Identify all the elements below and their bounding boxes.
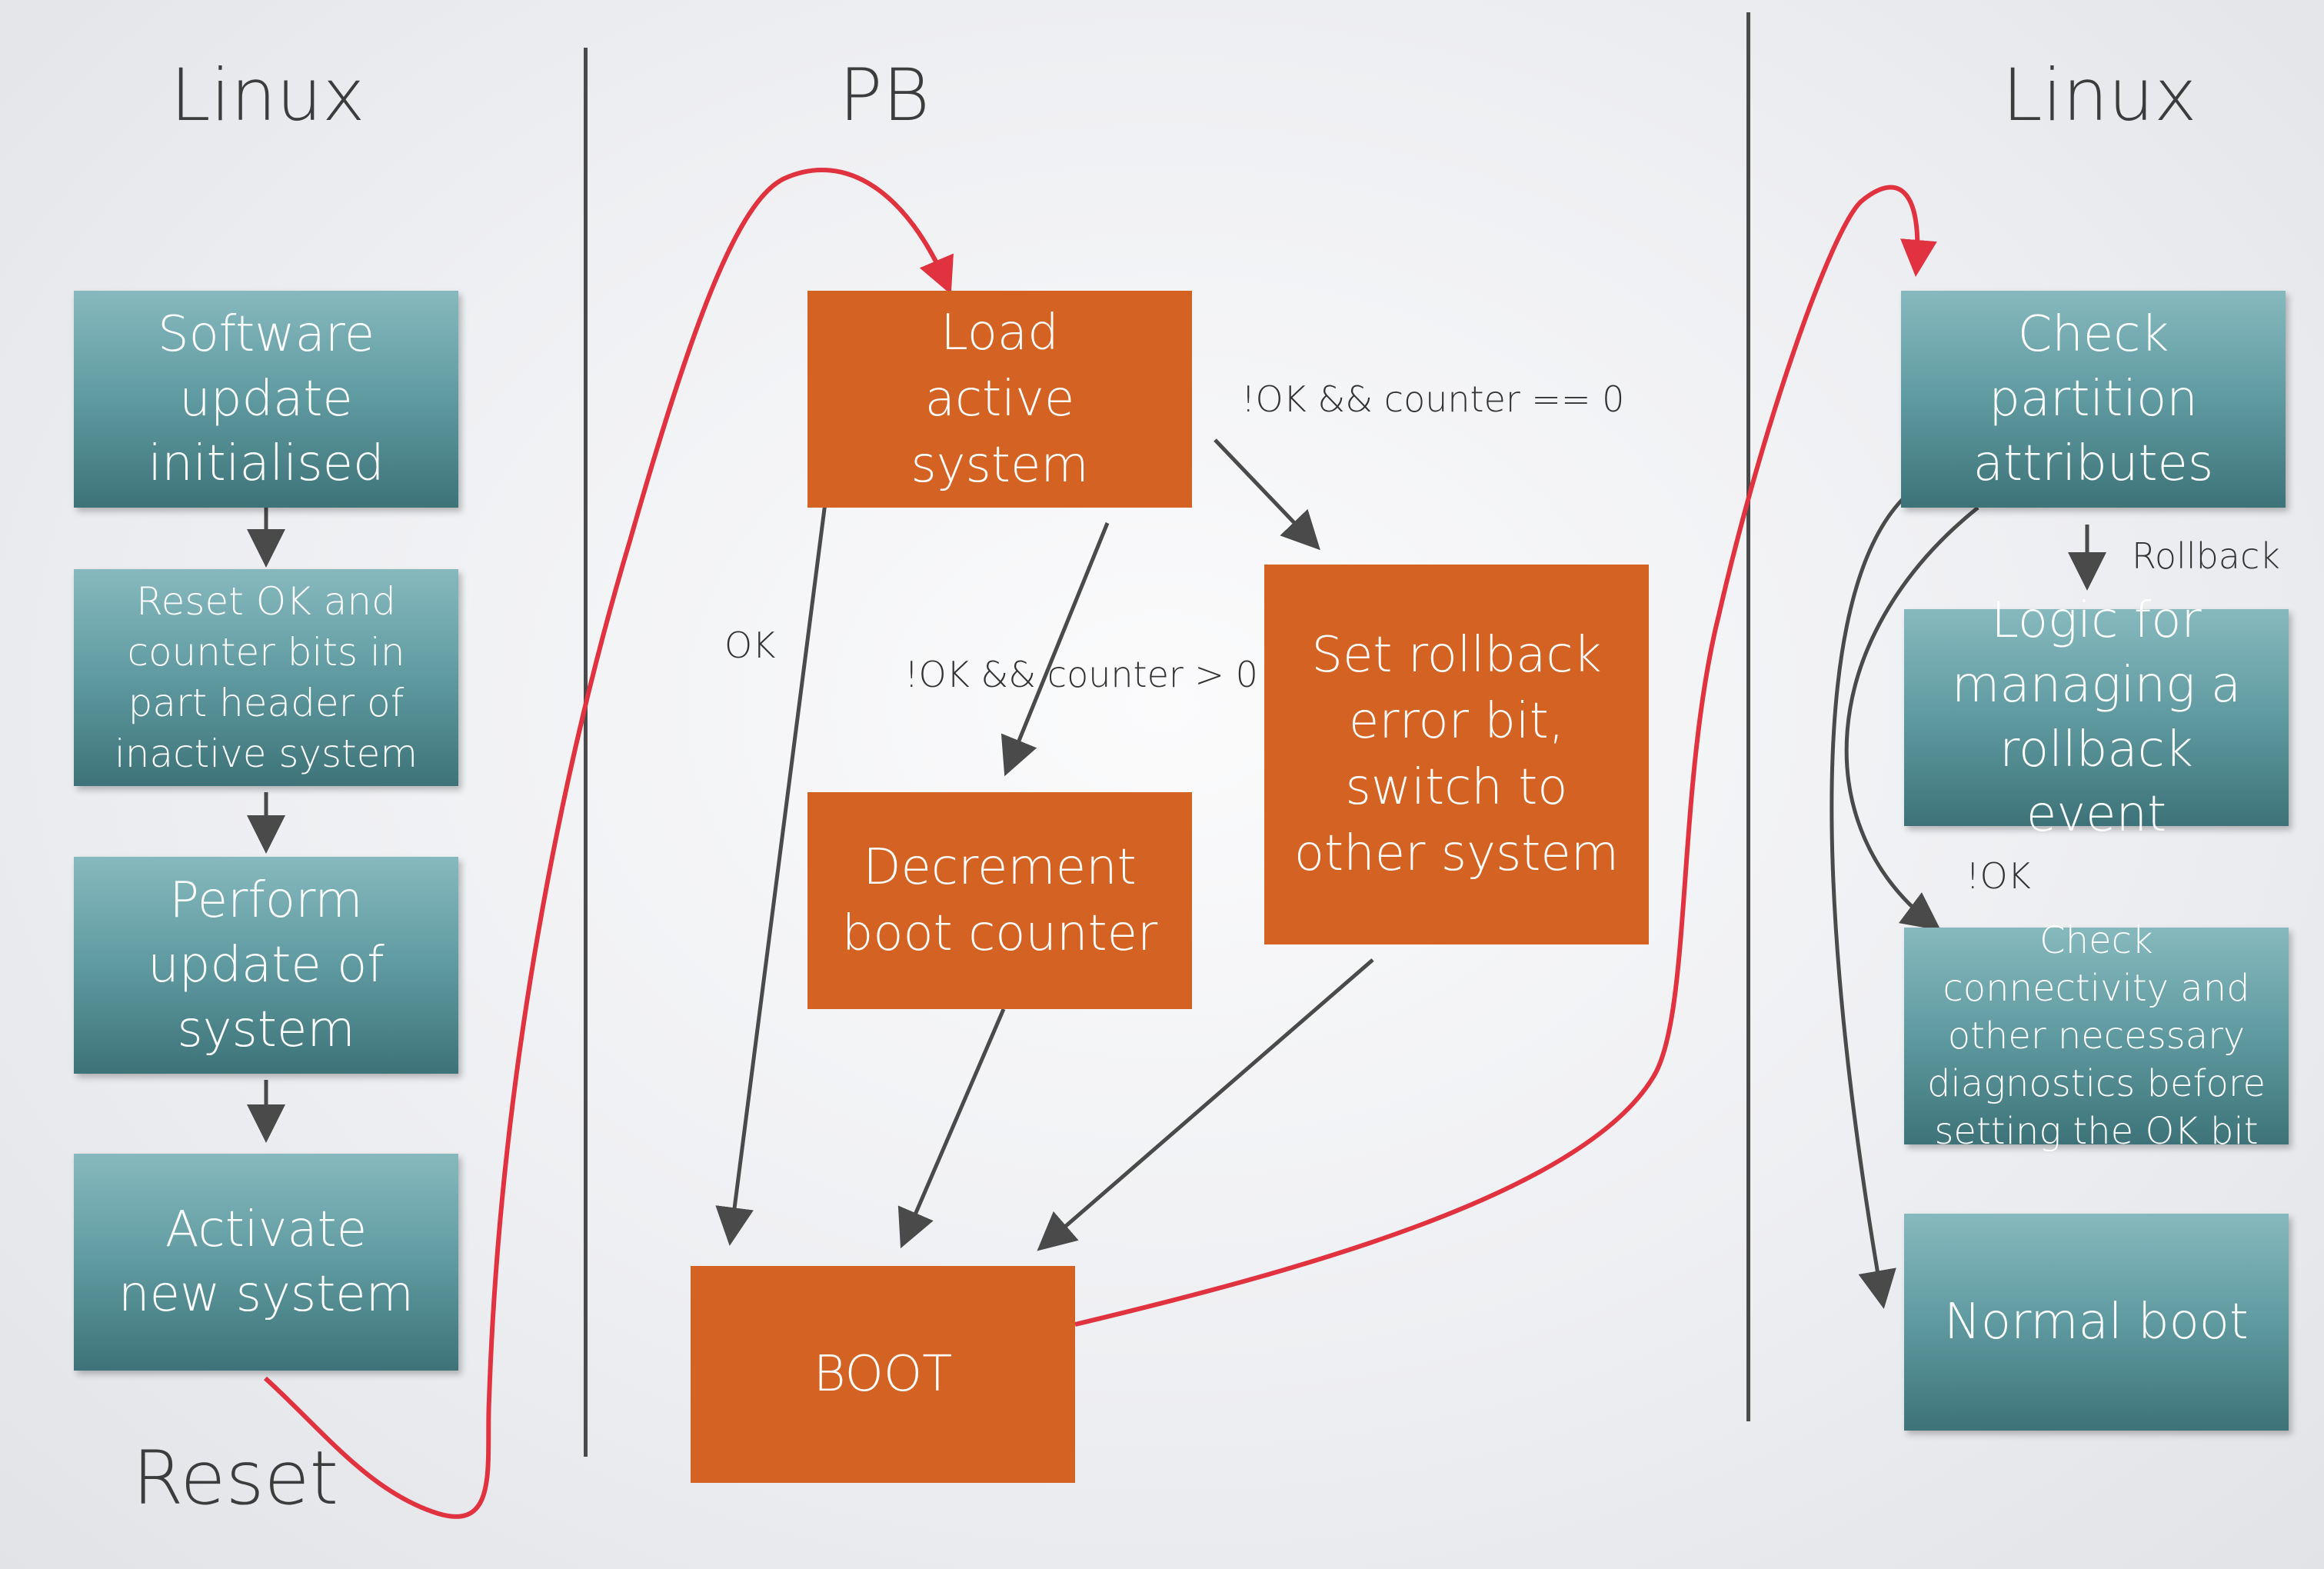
right-divider — [1746, 12, 1750, 1421]
arrow-check-to-connectivity — [1844, 506, 1979, 931]
left-divider — [584, 48, 588, 1457]
arrow-check-to-normal-boot — [1830, 495, 1907, 1309]
set-rollback-error-box: Set rollback error bit, switch to other … — [1264, 565, 1649, 944]
normal-boot-box: Normal boot — [1904, 1214, 2289, 1431]
reset-ok-counter-bits-box: Reset OK and counter bits in part header… — [74, 569, 458, 786]
perform-update-box: Perform update of system — [74, 857, 458, 1074]
activate-new-system-box: Activate new system — [74, 1154, 458, 1371]
arrow-rollback-to-boot — [1037, 958, 1374, 1251]
red-flow-reset-to-load — [263, 168, 954, 1519]
label-ok: OK — [724, 625, 776, 666]
label-counter-eq-0: !OK && counter == 0 — [1241, 378, 1625, 420]
load-active-system-box: Load active system — [807, 291, 1192, 508]
arrow-load-to-boot-ok — [715, 502, 827, 1246]
software-update-initialised-box: Software update initialised — [74, 291, 458, 508]
arrow-decrement-to-boot — [897, 1008, 1006, 1249]
boot-box: BOOT — [691, 1266, 1075, 1483]
reset-label: Reset — [132, 1435, 339, 1521]
left-column-title: Linux — [170, 54, 365, 138]
check-connectivity-box: Check connectivity and other necessary d… — [1904, 919, 2289, 1153]
logic-rollback-event-box: Logic for managing a rollback event — [1904, 592, 2289, 843]
red-flow-boot-to-check — [1074, 185, 1937, 1327]
decrement-boot-counter-box: Decrement boot counter — [807, 792, 1192, 1009]
check-partition-attributes-box: Check partition attributes — [1901, 291, 2286, 508]
right-column-title: Linux — [2002, 54, 2197, 138]
middle-column-title: PB — [838, 54, 931, 138]
label-not-ok: !OK — [1966, 855, 2031, 897]
arrow-load-to-decrement — [1001, 522, 1110, 777]
label-counter-gt-0: !OK && counter > 0 — [904, 654, 1258, 695]
label-rollback: Rollback — [2132, 535, 2280, 577]
arrow-load-to-rollback — [1214, 438, 1320, 551]
